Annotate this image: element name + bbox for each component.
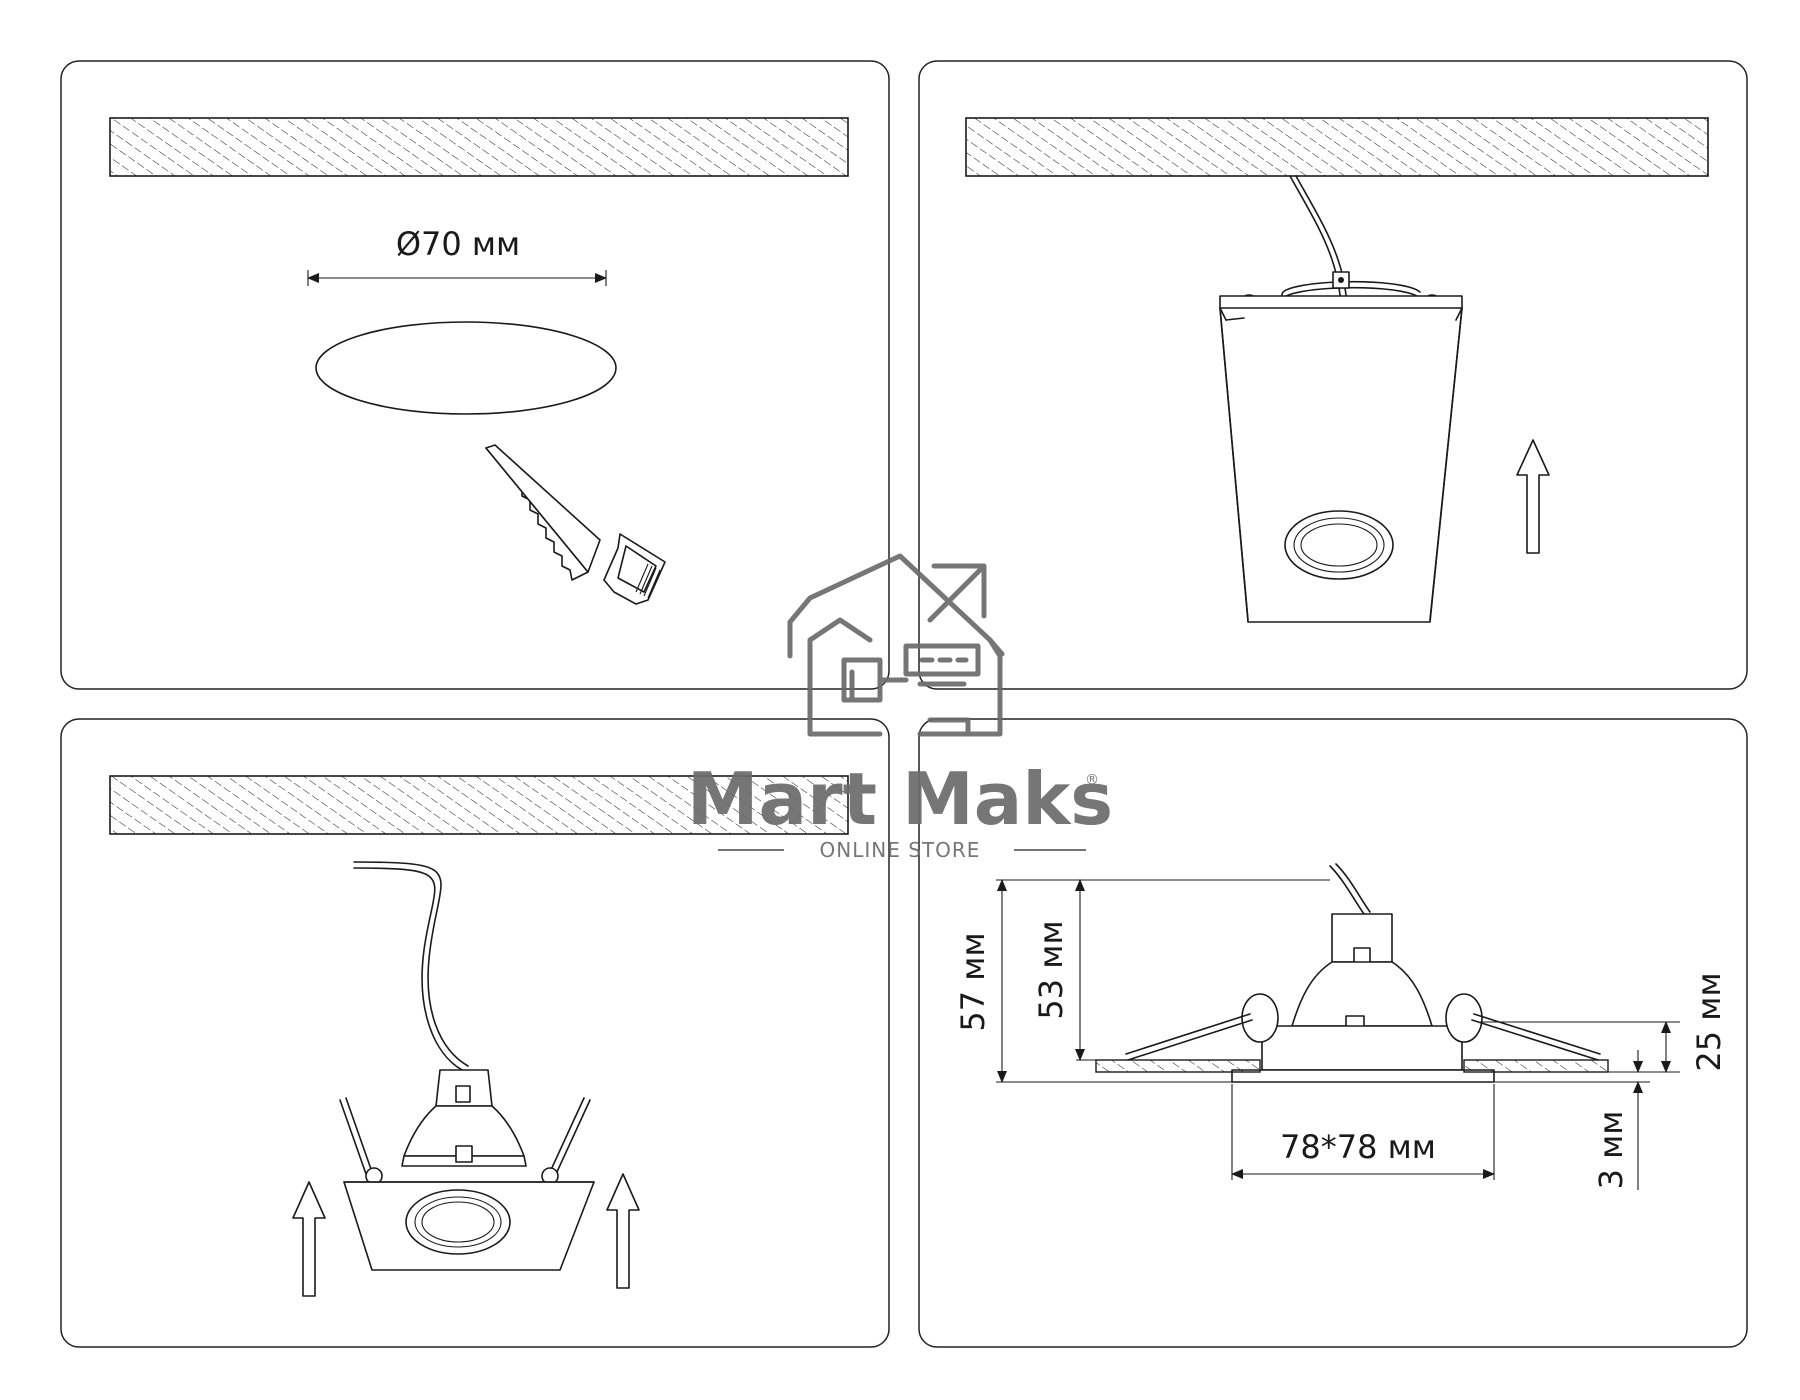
power-cable bbox=[353, 861, 469, 1067]
fixture-frame bbox=[1219, 271, 1463, 623]
up-arrow-icon bbox=[606, 1173, 640, 1289]
installed-fixture bbox=[1125, 863, 1601, 1083]
diameter-label: Ø70 мм bbox=[396, 225, 520, 263]
mr16-bulb bbox=[401, 1105, 527, 1167]
dimension-frame-thickness: 3 мм bbox=[1592, 1050, 1643, 1190]
brand-tagline: ONLINE STORE bbox=[820, 838, 981, 862]
clip-height-label: 25 мм bbox=[1690, 972, 1728, 1071]
fixture-frame bbox=[343, 1181, 595, 1271]
saw-icon bbox=[485, 444, 666, 605]
dimension-frame-size: 78*78 мм bbox=[1231, 1084, 1495, 1180]
panel-step-cut-hole: Ø70 мм bbox=[60, 60, 890, 690]
panel-dimensions: 57 мм 53 мм 25 мм 3 мм 78*78 мм bbox=[918, 718, 1748, 1348]
ceiling-slab bbox=[109, 117, 849, 177]
ceiling-slab bbox=[109, 775, 849, 835]
diameter-dimension: Ø70 мм bbox=[307, 225, 607, 286]
dimension-clip-height: 25 мм bbox=[1661, 972, 1728, 1073]
frame-thickness-label: 3 мм bbox=[1592, 1111, 1630, 1190]
ceiling-slab bbox=[965, 117, 1709, 177]
up-arrow-icon bbox=[292, 1181, 326, 1297]
total-height-label: 57 мм bbox=[954, 932, 992, 1031]
ceiling-board-right bbox=[1463, 1059, 1609, 1073]
panel-step-connect bbox=[918, 60, 1748, 690]
up-arrow-icon bbox=[1516, 439, 1550, 554]
frame-size-label: 78*78 мм bbox=[1280, 1128, 1436, 1166]
brand-name: Mart Maks bbox=[687, 757, 1113, 841]
registered-mark: ® bbox=[1085, 772, 1099, 788]
ceiling-board-left bbox=[1095, 1059, 1261, 1073]
cutout-hole bbox=[315, 321, 617, 415]
dimension-body-height: 53 мм bbox=[1032, 879, 1085, 1061]
dimension-total-height: 57 мм bbox=[954, 879, 1007, 1083]
brand-watermark: Mart Maks ® ONLINE STORE bbox=[687, 553, 1113, 862]
spring-clip-right bbox=[541, 1097, 591, 1185]
body-height-label: 53 мм bbox=[1032, 920, 1070, 1019]
house-logo-icon bbox=[787, 553, 1005, 737]
lamp-socket bbox=[435, 1069, 493, 1107]
panel-step-insert bbox=[60, 718, 890, 1348]
